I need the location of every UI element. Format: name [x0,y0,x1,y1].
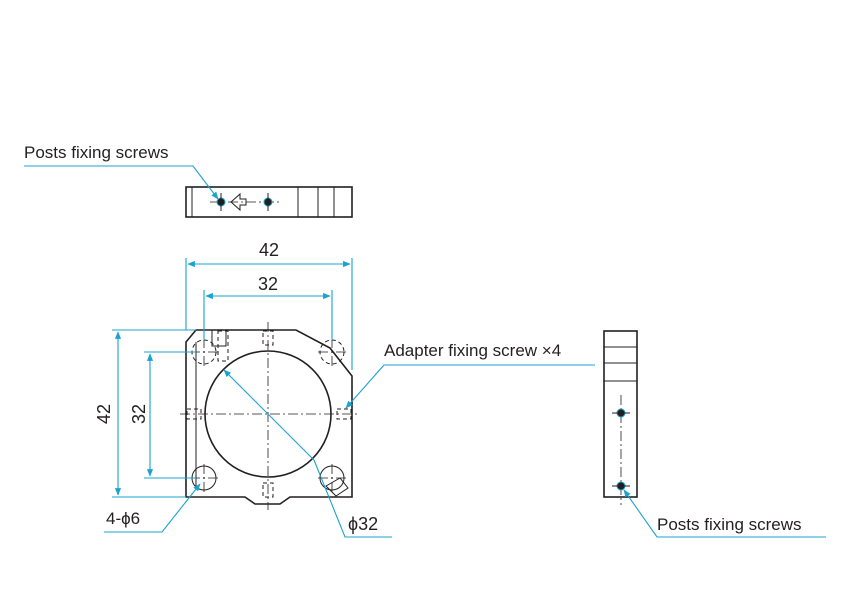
posts-fixing-top-label: Posts fixing screws [24,143,169,162]
dim-outer-height-label: 42 [94,404,114,424]
holes-callout: 4-ϕ6 [104,483,201,533]
posts-fixing-right-label: Posts fixing screws [657,515,802,534]
side-view-body [603,330,638,498]
dim-pitch-x-label: 32 [258,274,278,294]
adapter-label: Adapter fixing screw ×4 [384,341,561,360]
dim-pitch-y: 32 [129,351,196,479]
top-view [185,186,353,218]
posts-fixing-right-callout: Posts fixing screws [623,489,826,538]
bore-callout: ϕ32 [223,369,392,538]
holes-label: 4-ϕ6 [106,509,140,528]
front-view [180,322,358,510]
adapter-callout: Adapter fixing screw ×4 [345,341,595,409]
dim-pitch-x: 32 [203,274,333,340]
plate-outline [185,329,353,505]
dim-outer-height: 42 [94,329,196,498]
dim-outer-width: 42 [185,240,353,370]
top-view-body [185,186,353,218]
posts-fixing-top-callout: Posts fixing screws [24,143,219,200]
dim-outer-width-label: 42 [259,240,279,260]
bore-label: ϕ32 [348,514,378,534]
dim-pitch-y-label: 32 [129,404,149,424]
side-view [603,330,638,505]
